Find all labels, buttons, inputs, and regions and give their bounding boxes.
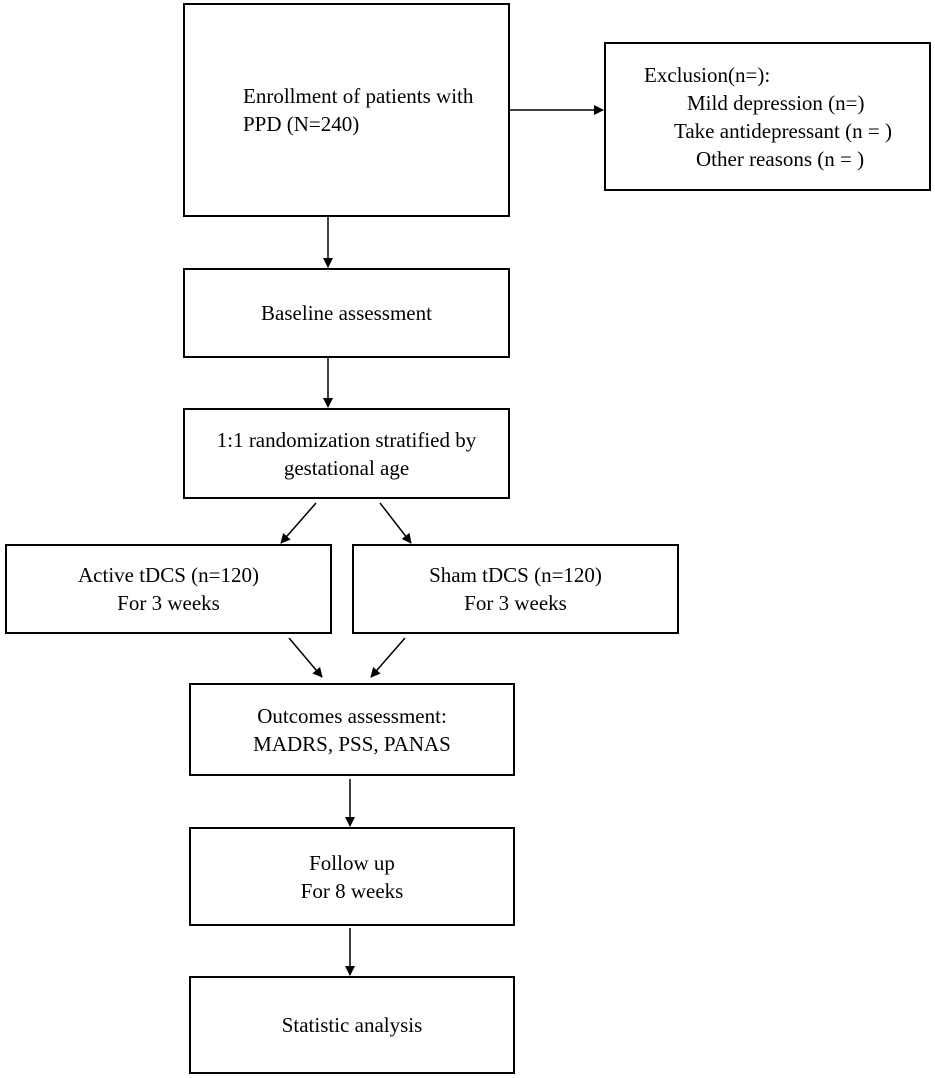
followup-line-1: Follow up	[309, 850, 395, 875]
randomization-line-2: gestational age	[283, 455, 410, 480]
active-line-1: Active tDCS (n=120)	[78, 563, 259, 587]
active-tdcs-box: Active tDCS (n=120) For 3 weeks	[5, 544, 332, 634]
arrow-sham-to-outcomes	[370, 637, 406, 678]
active-line-2: For 3 weeks	[117, 591, 220, 615]
exclusion-antidepressant: Take antidepressant (n = )	[674, 118, 892, 143]
statistic-label: Statistic analysis	[281, 1013, 423, 1037]
exclusion-box: Exclusion(n=): Mild depression (n=) Take…	[604, 42, 931, 191]
randomization-line-1: 1:1 randomization stratified by	[216, 427, 477, 452]
arrow-active-to-outcomes	[288, 637, 323, 678]
outcomes-box: Outcomes assessment: MADRS, PSS, PANAS	[189, 683, 515, 776]
outcomes-line-2: MADRS, PSS, PANAS	[253, 731, 451, 756]
enrollment-box: Enrollment of patients with PPD (N=240)	[183, 3, 510, 217]
sham-tdcs-box: Sham tDCS (n=120) For 3 weeks	[352, 544, 679, 634]
exclusion-title: Exclusion(n=):	[644, 62, 771, 87]
statistic-box: Statistic analysis	[189, 976, 515, 1074]
followup-line-2: For 8 weeks	[300, 878, 404, 903]
arrow-randomization-to-active	[280, 502, 317, 544]
baseline-label: Baseline assessment	[261, 301, 432, 325]
exclusion-other-reasons: Other reasons (n = )	[696, 146, 865, 171]
outcomes-line-1: Outcomes assessment:	[257, 703, 447, 728]
sham-line-2: For 3 weeks	[464, 591, 567, 615]
arrow-randomization-to-sham	[379, 502, 412, 544]
baseline-box: Baseline assessment	[183, 268, 510, 358]
enrollment-line-2: PPD (N=240)	[243, 112, 360, 136]
exclusion-mild-depression: Mild depression (n=)	[687, 90, 865, 115]
enrollment-line-1: Enrollment of patients with	[243, 84, 474, 108]
sham-line-1: Sham tDCS (n=120)	[429, 563, 602, 587]
followup-box: Follow up For 8 weeks	[189, 827, 515, 926]
randomization-box: 1:1 randomization stratified by gestatio…	[183, 408, 510, 499]
